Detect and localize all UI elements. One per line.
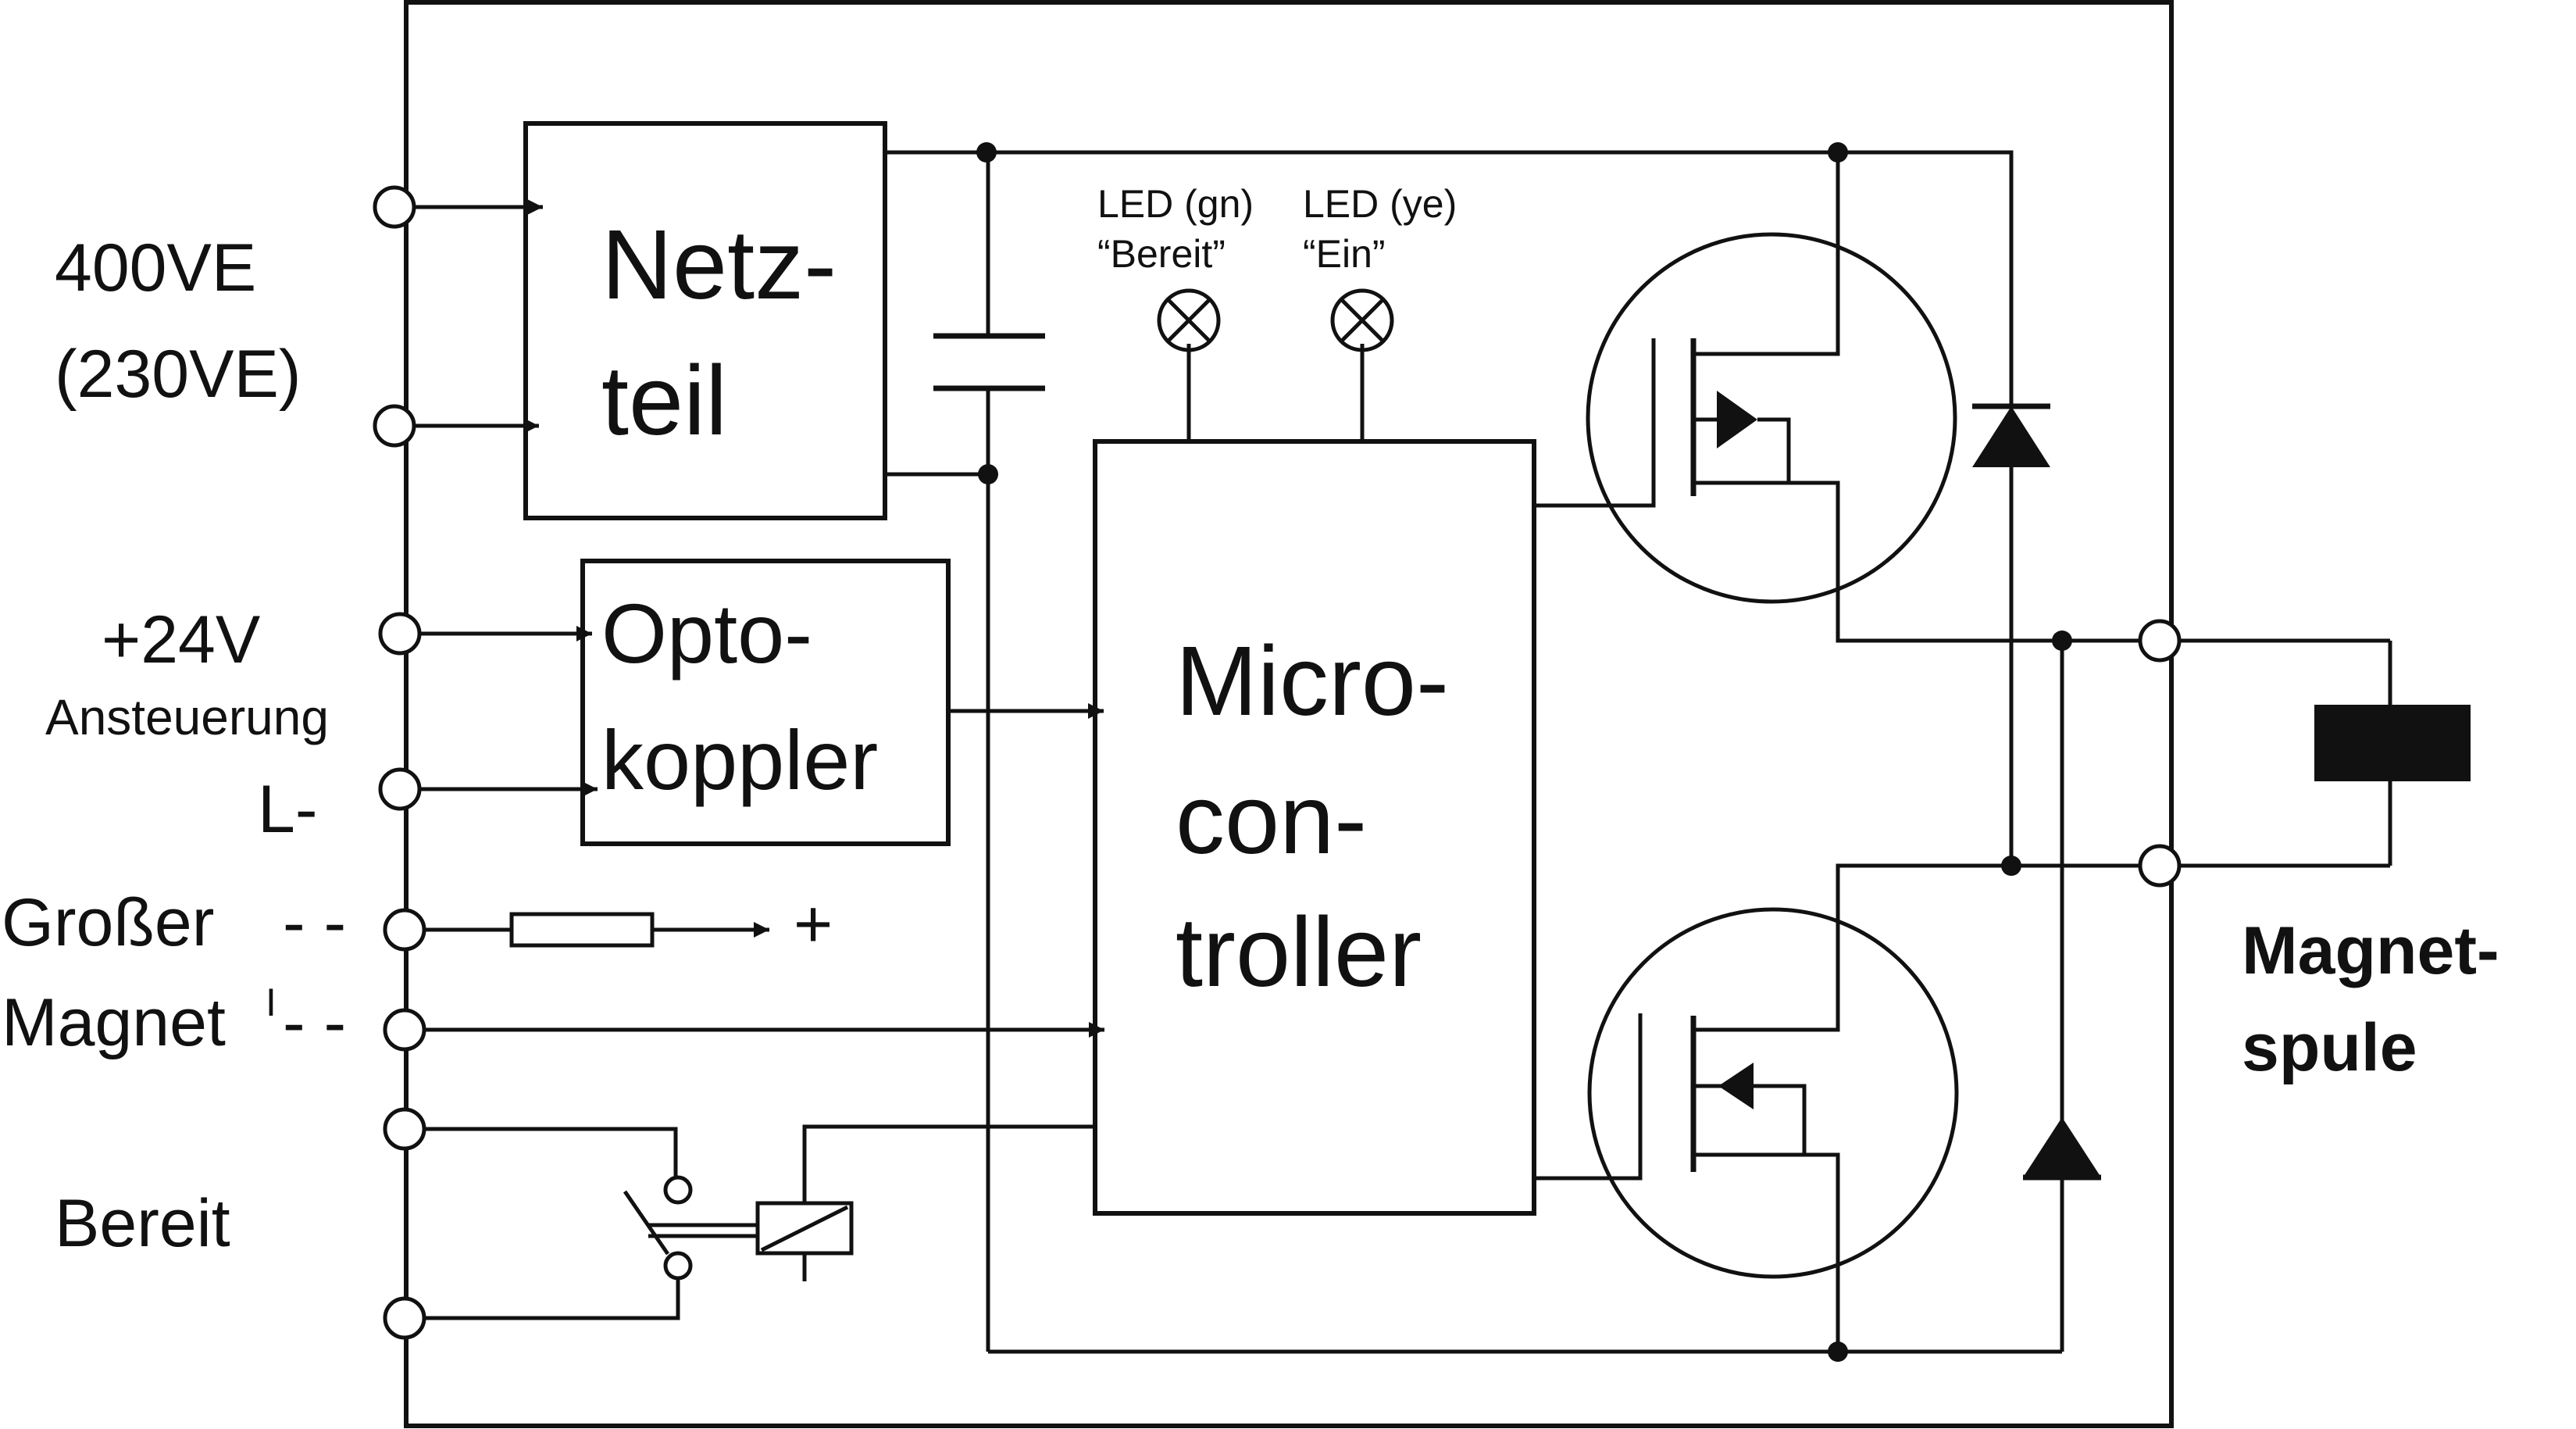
solenoid-coil-icon (2314, 705, 2471, 781)
resistor (509, 912, 655, 948)
power-input-label: 400VE (55, 230, 256, 305)
led-green-icon (1157, 288, 1221, 352)
large-magnet-label-2: Magnet (2, 985, 226, 1060)
node-output-lower (2001, 856, 2021, 876)
terminal-large-magnet-2 (383, 1008, 426, 1052)
large-magnet-plus: + (794, 887, 833, 962)
lower-mosfet-icon (1534, 863, 2164, 1352)
terminal-24v (378, 612, 422, 656)
node-lower-source (1828, 1341, 1848, 1362)
control-24v-label: +24V (102, 602, 260, 677)
led-yellow-icon (1330, 288, 1394, 352)
optocoupler-label-1: Opto- (601, 586, 812, 681)
power-input-sublabel: (230VE) (55, 337, 301, 412)
large-magnet-dash-2: - - (283, 985, 346, 1060)
microcontroller-label-2: con- (1176, 764, 1367, 874)
large-magnet-label-1: Großer (2, 885, 214, 960)
led-yellow-caption: “Ein” (1303, 232, 1386, 276)
led-green-caption: “Bereit” (1097, 232, 1226, 276)
terminal-large-magnet-1 (383, 908, 426, 952)
microcontroller-box (1093, 439, 1536, 1216)
large-magnet-mark: I (266, 981, 277, 1024)
terminal-power-1 (373, 185, 416, 229)
l-minus-label: L- (258, 772, 317, 847)
relay-contact-bottom (663, 1251, 693, 1281)
optocoupler-label-2: koppler (601, 713, 878, 807)
enclosure-frame (404, 0, 2174, 1428)
optocoupler-box (580, 559, 951, 846)
terminal-power-2 (373, 404, 416, 448)
power-supply-label-2: teil (601, 345, 727, 455)
led-yellow-label: LED (ye) (1303, 182, 1457, 226)
input-terminals (373, 185, 426, 1340)
coil-label-2: spule (2242, 1010, 2417, 1085)
ready-label: Bereit (55, 1186, 230, 1261)
upper-diode-icon (1972, 406, 2050, 467)
lower-diode-icon (2023, 1117, 2101, 1177)
relay-contact-top (663, 1175, 693, 1205)
microcontroller-label-1: Micro- (1176, 626, 1449, 736)
terminal-coil-2 (2138, 844, 2182, 888)
terminal-l-minus (378, 767, 422, 811)
control-input-label: Ansteuerung (45, 689, 329, 745)
power-supply-label-1: Netz- (601, 209, 837, 320)
node-top-rail (976, 142, 997, 163)
microcontroller-label-3: troller (1176, 897, 1422, 1007)
large-magnet-dash-1: - - (283, 885, 346, 960)
led-green-label: LED (gn) (1097, 182, 1254, 226)
coil-label-1: Magnet- (2242, 913, 2499, 988)
terminal-ready-1 (383, 1107, 426, 1151)
upper-mosfet-icon (1534, 152, 2070, 643)
node-capacitor-bottom (978, 464, 998, 484)
power-supply-box (523, 121, 887, 520)
terminal-coil-1 (2138, 619, 2182, 663)
terminal-ready-2 (383, 1296, 426, 1340)
